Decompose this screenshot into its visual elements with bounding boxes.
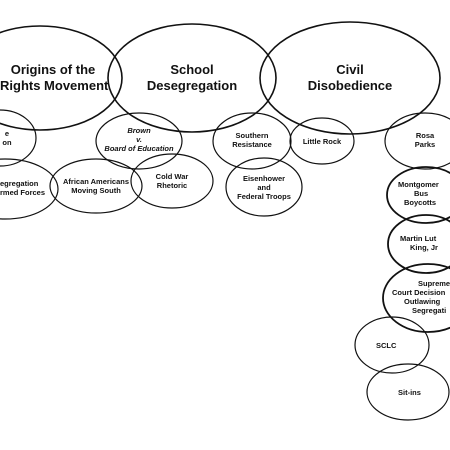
label-brown-line-3: Board of Education: [104, 144, 174, 153]
label-supreme-line-1: Supreme: [418, 279, 450, 288]
bubble-southern-resistance: [212, 112, 292, 170]
label-little-rock: Little Rock: [295, 137, 349, 146]
label-origins-line-1: Origins of the: [10, 62, 96, 77]
label-civil-disobedience: Civil Disobedience: [280, 62, 420, 93]
label-school-line-1: School: [170, 62, 214, 77]
label-supreme-line-3: Outlawing: [404, 297, 441, 306]
label-civil-line-1: Civil: [336, 62, 364, 77]
label-civil-line-2: Disobedience: [307, 77, 393, 93]
label-sub-1-line-1: e: [4, 129, 10, 138]
label-supreme-line-2: Court Decision: [392, 288, 446, 297]
bubble-sub-2: [0, 158, 59, 220]
label-sub-1-line-2: on: [2, 138, 12, 147]
label-brown-line-2: v.: [136, 135, 142, 144]
bubble-school-desegregation: [107, 23, 277, 133]
label-montgomery-line-2: Bus: [414, 189, 429, 198]
label-sub-2-line-2: rmed Forces: [0, 188, 46, 197]
bubble-origins: [0, 25, 123, 131]
bubble-cold-war: [130, 153, 214, 209]
bubble-supreme-court: [382, 263, 450, 333]
bubble-brown: [95, 112, 183, 170]
label-supreme-line-4: Segregati: [412, 306, 447, 315]
label-rosa-parks: Rosa Parks: [400, 131, 450, 149]
bubble-eisenhower: [225, 157, 303, 217]
label-african-americans: African Americans Moving South: [56, 177, 136, 195]
label-southern-resistance: Southern Resistance: [220, 131, 284, 149]
label-southern-line-1: Southern: [235, 131, 269, 140]
label-sit-ins-line-1: Sit-ins: [398, 388, 421, 397]
bubble-little-rock: [289, 117, 355, 165]
label-origins: Origins of the Rights Movement: [0, 62, 109, 93]
label-eisenhower-line-3: Federal Troops: [237, 192, 291, 201]
bubble-sclc: [354, 316, 430, 374]
label-origins-line-2: Rights Movement: [0, 77, 109, 93]
bubble-sub-1: [0, 109, 37, 167]
label-rosa-line-1: Rosa: [415, 131, 435, 140]
label-sub-2-line-1: egregation: [0, 179, 39, 188]
label-eisenhower-line-2: and: [257, 183, 271, 192]
label-school-line-2: Desegregation: [146, 77, 238, 93]
label-african-line-1: African Americans: [63, 177, 129, 186]
label-montgomery-line-3: Boycotts: [404, 198, 437, 207]
bubble-martin-luther-king: [387, 214, 450, 274]
label-school-desegregation: School Desegregation: [122, 62, 262, 93]
label-cold-war-line-1: Cold War: [155, 172, 189, 181]
label-sit-ins: Sit-ins: [398, 388, 438, 397]
bubble-rosa-parks: [384, 112, 450, 170]
label-brown-line-1: Brown: [127, 126, 151, 135]
label-sclc: SCLC: [376, 341, 416, 350]
bubble-montgomery: [386, 166, 450, 224]
label-cold-war-line-2: Rhetoric: [156, 181, 188, 190]
label-supreme-court: Supreme Court Decision Outlawing Segrega…: [392, 279, 450, 315]
label-african-line-2: Moving South: [71, 186, 121, 195]
bubble-sit-ins: [366, 363, 450, 421]
label-mlk-line-2: King, Jr: [410, 243, 438, 252]
label-montgomery: Montgomer Bus Boycotts: [398, 180, 450, 207]
bubble-african-americans: [49, 158, 143, 214]
label-brown: Brown v. Board of Education: [97, 126, 181, 153]
label-eisenhower: Eisenhower and Federal Troops: [230, 174, 298, 201]
bubble-civil-disobedience: [259, 21, 441, 135]
label-sclc-line-1: SCLC: [376, 341, 397, 350]
label-sub-2: egregation rmed Forces: [0, 179, 46, 197]
label-sub-1: e on: [0, 129, 14, 147]
label-eisenhower-line-1: Eisenhower: [242, 174, 286, 183]
label-mlk: Martin Lut King, Jr: [400, 234, 450, 252]
label-rosa-line-2: Parks: [414, 140, 436, 149]
label-little-rock-line-1: Little Rock: [302, 137, 342, 146]
label-montgomery-line-1: Montgomer: [398, 180, 439, 189]
label-southern-line-2: Resistance: [232, 140, 272, 149]
label-mlk-line-1: Martin Lut: [400, 234, 437, 243]
label-cold-war: Cold War Rhetoric: [142, 172, 202, 190]
